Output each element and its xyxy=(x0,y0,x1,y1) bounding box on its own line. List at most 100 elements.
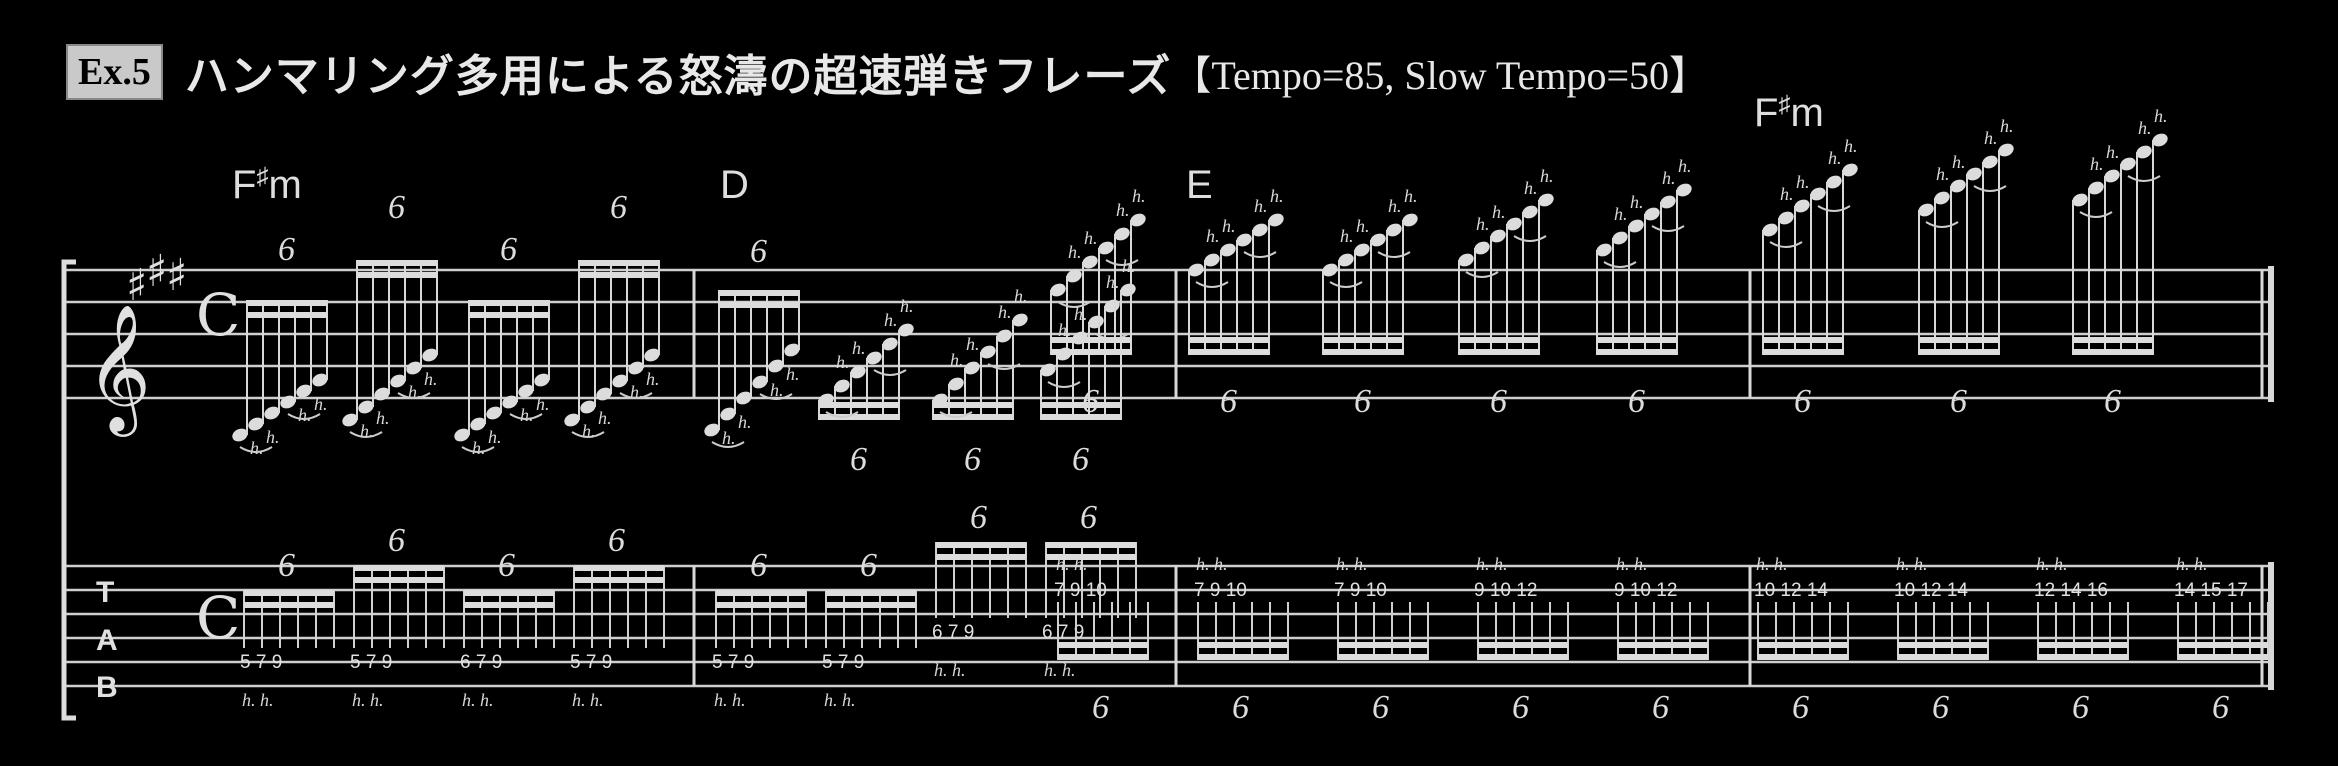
tab-beam-2 xyxy=(1046,554,1136,560)
notehead xyxy=(948,377,964,391)
slur xyxy=(2127,175,2161,182)
hammer-label: h. xyxy=(1404,186,1418,206)
notehead xyxy=(1204,253,1220,267)
tab-beam-1 xyxy=(244,590,334,596)
notehead xyxy=(1538,193,1554,207)
slur xyxy=(987,363,1021,370)
notehead xyxy=(1762,223,1778,237)
notehead xyxy=(1252,223,1268,237)
hammer-label: h. xyxy=(1678,156,1692,176)
hammer-label: h. xyxy=(376,408,390,428)
beam-2 xyxy=(1597,337,1677,343)
tab-fret-numbers: 14 15 17 xyxy=(2174,580,2248,601)
tab-beam-1 xyxy=(1758,654,1848,660)
hammer-label: h. xyxy=(1132,186,1146,206)
notehead xyxy=(1644,207,1660,221)
notehead xyxy=(454,428,470,442)
tab-beam-1 xyxy=(1338,654,1428,660)
hammer-label: h. xyxy=(2090,154,2104,174)
tab-beam-1 xyxy=(1198,654,1288,660)
tab-beam-1 xyxy=(1058,654,1148,660)
beam-2 xyxy=(247,312,327,318)
hammer-label: h. xyxy=(2000,116,2014,136)
tab-beam-1 xyxy=(936,542,1026,548)
tab-hammer-label: h. h. xyxy=(1896,554,1928,574)
slur xyxy=(1243,251,1277,258)
tab-tuplet-number: 6 xyxy=(1080,499,1097,536)
tab-beam-2 xyxy=(716,602,806,608)
slur xyxy=(397,392,431,399)
notehead xyxy=(1918,203,1934,217)
notehead xyxy=(358,400,374,414)
notehead xyxy=(898,323,914,337)
beam-2 xyxy=(1459,337,1539,343)
notehead xyxy=(704,423,720,437)
hammer-label: h. xyxy=(1122,256,1136,276)
tab-beam-1 xyxy=(826,590,916,596)
chord-fsharp-minor-2: F♯m xyxy=(1754,91,1824,135)
slur xyxy=(1925,221,1959,228)
hammer-label: h. xyxy=(1106,272,1120,292)
hammer-label: h. xyxy=(1476,214,1490,234)
hammer-label: h. xyxy=(900,296,914,316)
beam-2 xyxy=(357,272,437,278)
notehead xyxy=(1660,195,1676,209)
notehead xyxy=(280,395,296,409)
notehead xyxy=(1130,213,1146,227)
sextuplet-group-3: 6h.h.h.h. xyxy=(564,189,660,441)
notehead xyxy=(1934,191,1950,205)
notehead xyxy=(1794,199,1810,213)
beam-1 xyxy=(579,260,659,266)
notehead xyxy=(964,361,980,375)
notehead xyxy=(1596,243,1612,257)
hammer-label: h. xyxy=(598,408,612,428)
notehead xyxy=(1490,229,1506,243)
beam-1 xyxy=(933,414,1013,420)
tab-fret-numbers: 7 9 10 xyxy=(1334,580,1387,601)
hammer-label: h. xyxy=(950,350,964,370)
notehead xyxy=(1268,213,1284,227)
tab-beam-1 xyxy=(1898,654,1988,660)
sextuplet-group-2: 6h.h.h.h. xyxy=(454,231,550,458)
beam-2 xyxy=(1051,337,1131,343)
notehead xyxy=(390,374,406,388)
beam-2 xyxy=(579,272,659,278)
hammer-label: h. xyxy=(738,412,752,432)
tab-tuplet-number: 6 xyxy=(1792,689,1809,726)
notehead xyxy=(866,351,882,365)
tab-note-groups: 5 7 96h. h.5 7 96h. h.6 7 96h. h.5 7 96h… xyxy=(240,499,2269,726)
beam-1 xyxy=(1597,349,1677,355)
hammer-label: h. xyxy=(852,338,866,358)
chord-fsharp-minor-1: F♯m xyxy=(232,163,302,207)
tab-fret-numbers: 6 7 9 xyxy=(932,622,974,643)
slur xyxy=(1513,235,1547,242)
tab-hammer-label: h. h. xyxy=(572,690,604,710)
slur xyxy=(1377,251,1411,258)
chord-d: D xyxy=(720,163,749,207)
tab-fret-numbers: 6 7 9 xyxy=(1042,622,1084,643)
notehead xyxy=(580,400,596,414)
system-bracket xyxy=(61,259,76,721)
tab-beam-2 xyxy=(1058,642,1148,648)
tuplet-number: 6 xyxy=(1220,383,1237,420)
tab-fret-numbers: 10 12 14 xyxy=(1894,580,1968,601)
tab-tuplet-number: 6 xyxy=(1372,689,1389,726)
beam-1 xyxy=(357,260,437,266)
tab-fret-numbers: 9 10 12 xyxy=(1614,580,1677,601)
tab-beam-2 xyxy=(354,577,444,583)
tab-beam-2 xyxy=(1898,642,1988,648)
tab-tuplet-number: 6 xyxy=(1092,689,1109,726)
notehead xyxy=(1982,155,1998,169)
hammer-label: h. xyxy=(1614,204,1628,224)
hammer-label: h. xyxy=(488,427,502,447)
notehead xyxy=(1354,243,1370,257)
notehead xyxy=(1040,363,1056,377)
notehead xyxy=(422,348,438,362)
hammer-label: h. xyxy=(1540,166,1554,186)
hammer-label: h. xyxy=(1796,172,1810,192)
hammer-label: h. xyxy=(1952,152,1966,172)
notehead xyxy=(752,375,768,389)
tuplet-number: 6 xyxy=(388,189,405,226)
